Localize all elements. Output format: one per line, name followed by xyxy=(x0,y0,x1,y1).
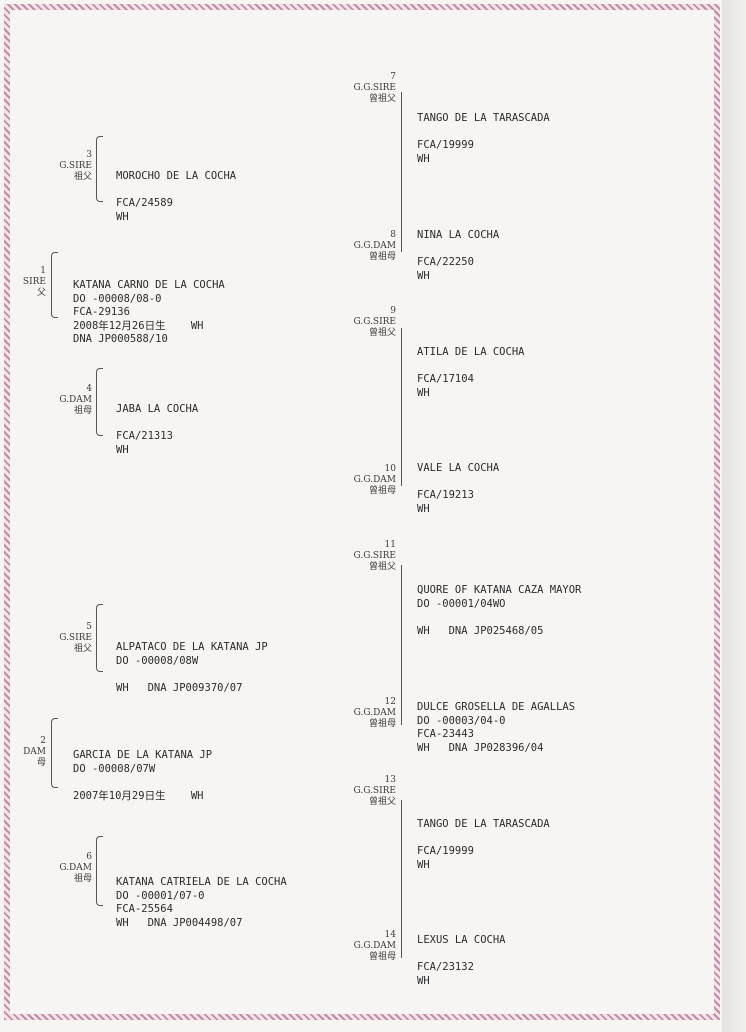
connector-11-12 xyxy=(401,565,402,725)
entry-3-bracket xyxy=(96,136,103,202)
entry-5-bracket xyxy=(96,604,103,672)
page-edge-shadow xyxy=(722,0,746,1032)
entry-4-bracket xyxy=(96,368,103,436)
entry-6-bracket xyxy=(96,836,103,906)
decorative-border xyxy=(4,4,720,1020)
connector-7-8 xyxy=(401,92,402,252)
entry-1-bracket xyxy=(51,252,58,318)
connector-9-10 xyxy=(401,328,402,486)
entry-2-bracket xyxy=(51,718,58,788)
connector-13-14 xyxy=(401,800,402,958)
